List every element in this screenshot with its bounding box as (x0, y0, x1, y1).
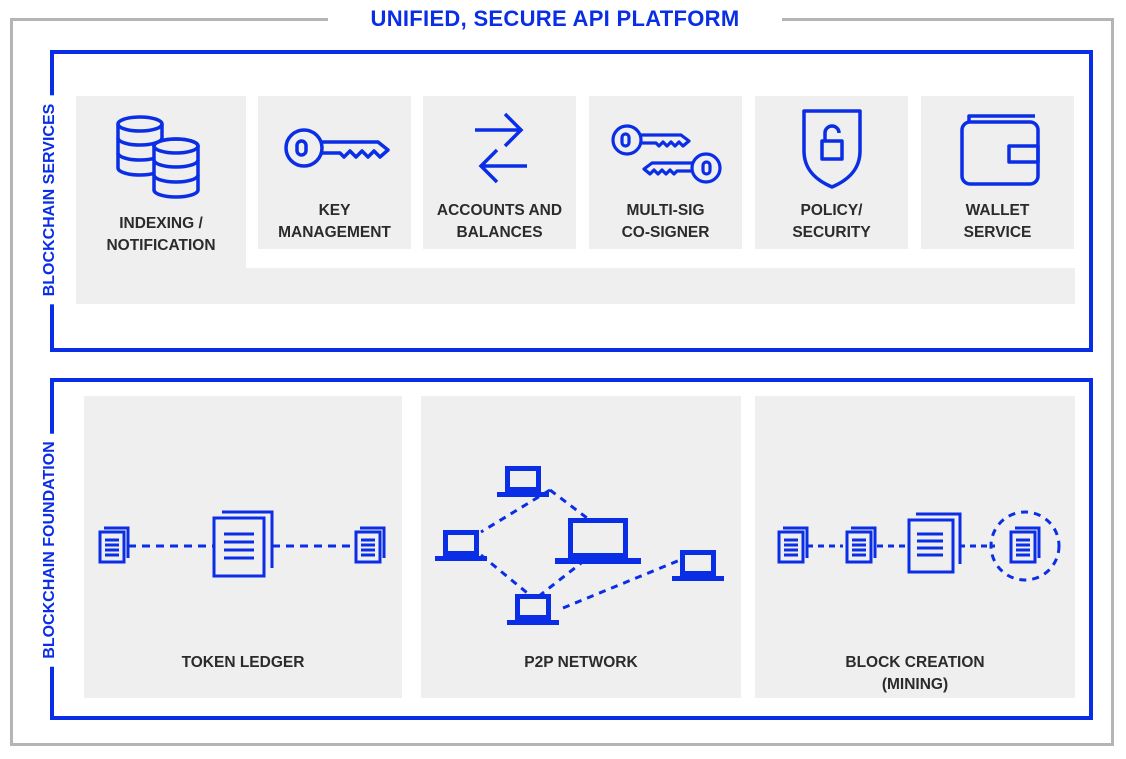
ledger-chain-icon (98, 510, 386, 578)
double-key-icon (611, 124, 722, 184)
foundation-tile-block-creation[interactable]: BLOCK CREATION(MINING) (755, 396, 1075, 698)
service-label: POLICY/SECURITY (792, 202, 871, 241)
key-icon (284, 128, 390, 168)
shield-lock-icon (802, 109, 862, 189)
page-title: UNIFIED, SECURE API PLATFORM (328, 4, 782, 34)
foundation-label: BLOCK CREATION(MINING) (845, 654, 985, 693)
foundation-section-label: BLOCKCHAIN FOUNDATION (40, 433, 60, 667)
wallet-icon (960, 114, 1040, 186)
services-section-label: BLOCKCHAIN SERVICES (40, 95, 60, 305)
foundation-label: TOKEN LEDGER (181, 654, 305, 671)
database-icon (116, 115, 200, 199)
service-tile-indexing[interactable]: INDEXING /NOTIFICATION (76, 96, 246, 304)
network-laptops-icon (435, 466, 724, 625)
block-chain-mining-icon (777, 510, 1061, 582)
service-label: INDEXING /NOTIFICATION (106, 215, 216, 254)
transfer-arrows-icon (475, 112, 527, 184)
service-tile-policy-security[interactable]: POLICY/SECURITY (755, 96, 908, 249)
foundation-tile-p2p-network[interactable]: P2P NETWORK (421, 396, 741, 698)
foundation-tile-token-ledger[interactable]: TOKEN LEDGER (84, 396, 402, 698)
foundation-label: P2P NETWORK (524, 654, 638, 671)
